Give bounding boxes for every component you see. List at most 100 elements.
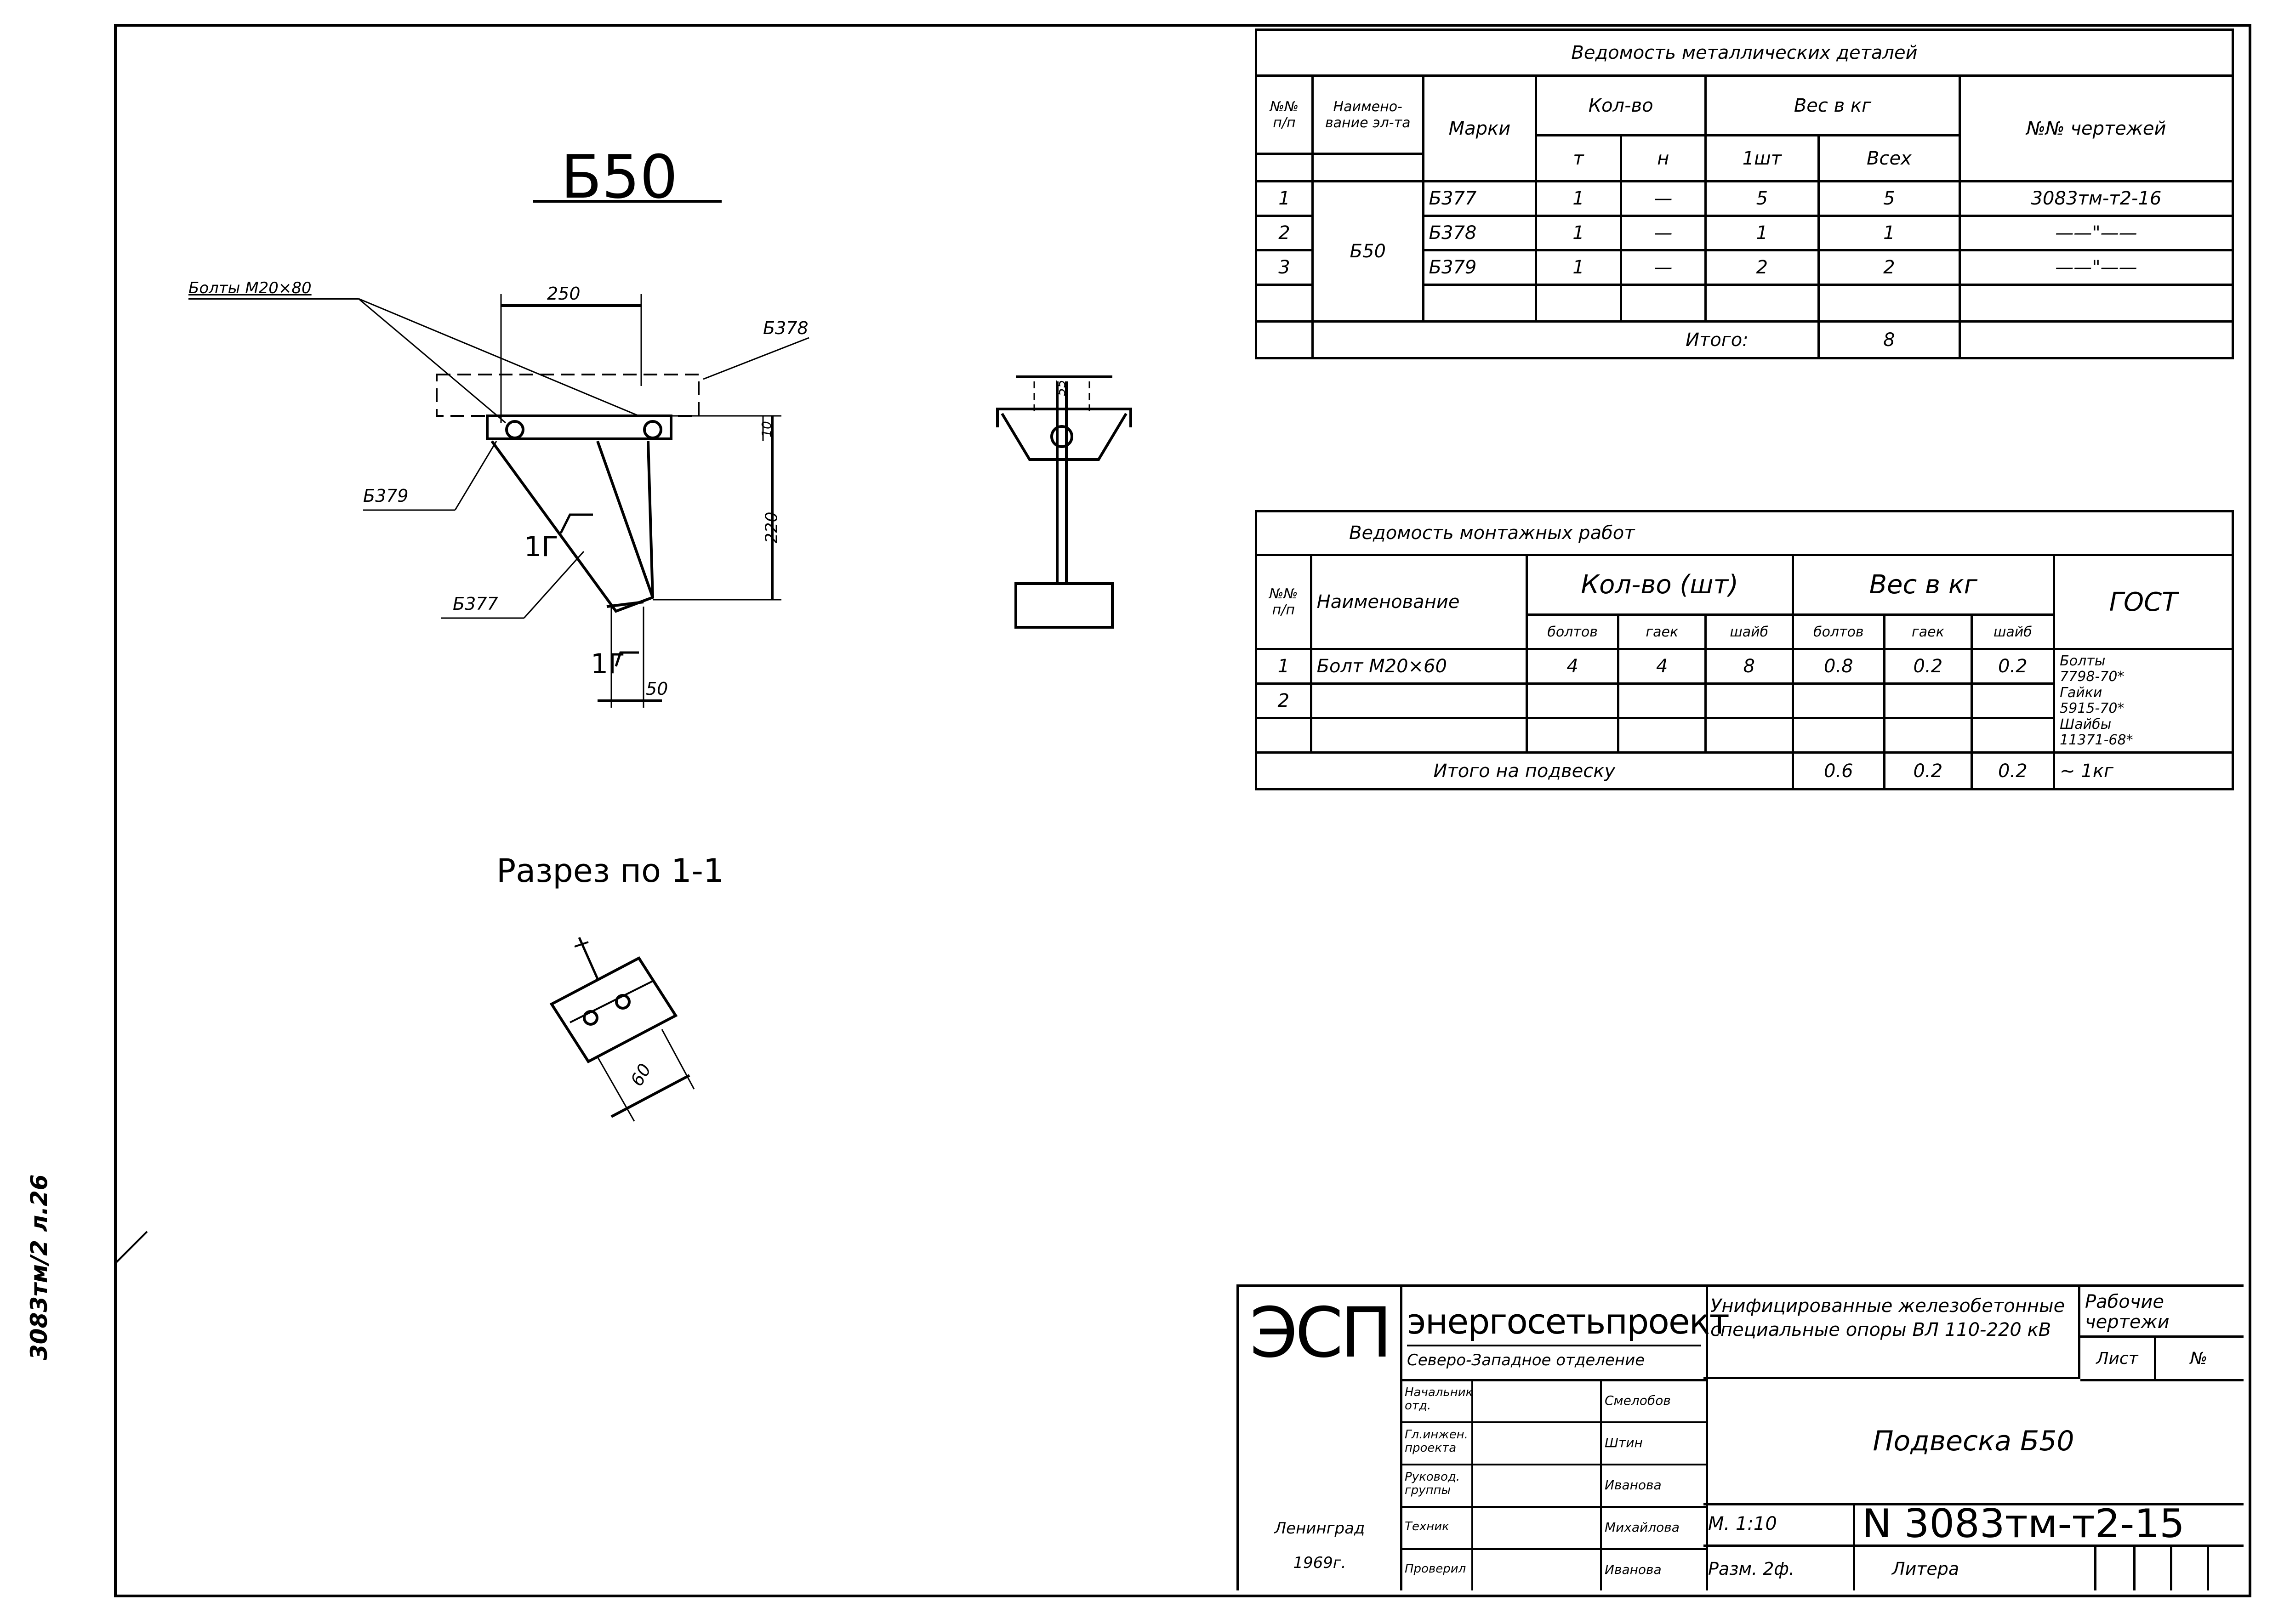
city: Ленинград bbox=[1274, 1519, 1365, 1538]
dim-55: 55 bbox=[1053, 380, 1068, 396]
assembly-view bbox=[188, 294, 809, 708]
sign-role: Гл.инжен. проекта bbox=[1405, 1428, 1468, 1455]
sign-row: Руковод. группы Иванова bbox=[1402, 1464, 1706, 1508]
table-row: 2 Б378 1 — 1 1 ——"—— bbox=[1255, 215, 2234, 251]
mt-h-name: Наимено-вание эл-та bbox=[1311, 74, 1424, 155]
metal-parts-table: Ведомость металлических деталей №№ п/п Н… bbox=[1255, 28, 2234, 359]
mt-r2-one: 1 bbox=[1704, 215, 1820, 251]
mt-r2-num: 2 bbox=[1255, 215, 1314, 251]
mt-r2-n: — bbox=[1619, 215, 1707, 251]
mnt-total-w: 0.2 bbox=[1970, 751, 2056, 790]
dim-50: 50 bbox=[646, 679, 668, 699]
mnt-r1-ww: 0.2 bbox=[1970, 648, 2056, 685]
margin-note: 3083тм/2 л.26 bbox=[26, 1174, 52, 1360]
gost-line: 5915-70* bbox=[2060, 700, 2125, 716]
mt-h-num: №№ п/п bbox=[1255, 74, 1314, 155]
branch-name: Северо-Западное отделение bbox=[1407, 1345, 1701, 1369]
side-view bbox=[996, 375, 1132, 629]
sign-name: Иванова bbox=[1605, 1477, 1662, 1493]
mnt-r1-wn: 0.2 bbox=[1883, 648, 1973, 685]
scale: М. 1:10 bbox=[1703, 1503, 1855, 1547]
dim-220: 220 bbox=[762, 511, 781, 544]
liter-label: Литера bbox=[1855, 1547, 2096, 1590]
mnt-h-weight: Вес в кг bbox=[1791, 554, 2056, 616]
mt-r3-n: — bbox=[1619, 249, 1707, 286]
year: 1969г. bbox=[1293, 1554, 1346, 1572]
gost-line: 11371-68* bbox=[2060, 732, 2133, 748]
mt-total-label: Итого: bbox=[1311, 320, 1820, 359]
mt-r2-t: 1 bbox=[1535, 215, 1622, 251]
mnt-gost-cell: Болты 7798-70* Гайки 5915-70* Шайбы 1137… bbox=[2053, 648, 2234, 754]
metal-table-title: Ведомость металлических деталей bbox=[1255, 28, 2234, 77]
sheet-number: № bbox=[2154, 1338, 2244, 1381]
mt-r3-mark: Б379 bbox=[1422, 249, 1538, 286]
mt-r1-one: 5 bbox=[1704, 180, 1820, 217]
table-row: 1 Б50 Б377 1 — 5 5 3083тм-т2-16 bbox=[1255, 180, 2234, 323]
doc-number: N 3083тм-т2-15 bbox=[1855, 1501, 2244, 1547]
mt-r3-all: 2 bbox=[1817, 249, 1961, 286]
mnt-h-w-nuts: гаек bbox=[1883, 613, 1973, 650]
sheet-size: Разм. 2ф. bbox=[1703, 1547, 1855, 1590]
logo: ЭСП bbox=[1249, 1293, 1392, 1373]
label-b378: Б378 bbox=[763, 318, 809, 338]
mt-r1-dwg: 3083тм-т2-16 bbox=[1958, 180, 2234, 217]
signatures: Начальник отд. Смелобов Гл.инжен. проект… bbox=[1400, 1379, 1708, 1590]
mt-h-w-one: 1шт bbox=[1704, 134, 1820, 182]
mnt-h-w-washers: шайб bbox=[1970, 613, 2056, 650]
sign-row: Проверил Иванова bbox=[1402, 1548, 1706, 1590]
label-b379: Б379 bbox=[363, 486, 409, 506]
sign-role: Техник bbox=[1405, 1520, 1449, 1533]
mt-r2-mark: Б378 bbox=[1422, 215, 1538, 251]
mt-r1-n: — bbox=[1619, 180, 1707, 217]
mt-r1-t: 1 bbox=[1535, 180, 1622, 217]
sign-row: Начальник отд. Смелобов bbox=[1402, 1379, 1706, 1423]
section-label: Разрез по 1-1 bbox=[496, 852, 724, 890]
mnt-total-n: 0.2 bbox=[1883, 751, 1973, 790]
cut-mark-top: 1Г bbox=[524, 531, 558, 563]
sign-name: Штин bbox=[1605, 1435, 1643, 1450]
mnt-r1-qw: 8 bbox=[1704, 648, 1794, 685]
mnt-h-gost: ГОСТ bbox=[2053, 554, 2234, 650]
mnt-r1-qb: 4 bbox=[1525, 648, 1620, 685]
org-name: энергосетьпроект bbox=[1407, 1301, 1730, 1342]
mt-h-qty-n: н bbox=[1619, 134, 1707, 182]
org-block: энергосетьпроект Северо-Западное отделен… bbox=[1400, 1287, 1730, 1381]
section-view bbox=[549, 937, 695, 1122]
mt-r3-one: 2 bbox=[1704, 249, 1820, 286]
gost-line: Гайки bbox=[2060, 684, 2102, 701]
gost-line: 7798-70* bbox=[2060, 669, 2125, 685]
liter-cell bbox=[2096, 1547, 2136, 1590]
mt-h-w-all: Всех bbox=[1817, 134, 1961, 182]
table-row: 3 Б379 1 — 2 2 ——"—— bbox=[1255, 249, 2234, 286]
mnt-r1-num: 1 bbox=[1255, 648, 1312, 685]
dim-10: 10 bbox=[758, 421, 774, 437]
mt-element-name: Б50 bbox=[1311, 180, 1424, 323]
mt-r1-all: 5 bbox=[1817, 180, 1961, 217]
liter-cell bbox=[2133, 1547, 2172, 1590]
mnt-h-name: Наименование bbox=[1310, 554, 1528, 650]
drawing-name: Подвеска Б50 bbox=[1703, 1379, 2244, 1505]
mt-r1-num: 1 bbox=[1255, 180, 1314, 217]
mt-h-qty-t: т bbox=[1535, 134, 1622, 182]
mt-r2-all: 1 bbox=[1817, 215, 1961, 251]
bolts-label: Болты М20×80 bbox=[188, 279, 312, 297]
table-row: 2 bbox=[1255, 682, 2233, 719]
mnt-h-bolts: болтов bbox=[1525, 613, 1620, 650]
mnt-total-label: Итого на подвеску bbox=[1255, 751, 1794, 790]
mnt-h-nuts: гаек bbox=[1617, 613, 1707, 650]
gost-line: Болты bbox=[2060, 653, 2106, 669]
stage: Рабочие чертежи bbox=[2080, 1287, 2244, 1338]
mt-r1-mark: Б377 bbox=[1422, 180, 1538, 217]
mnt-r1-qn: 4 bbox=[1617, 648, 1707, 685]
mt-h-qty: Кол-во bbox=[1535, 74, 1707, 136]
mt-total-value: 8 bbox=[1817, 320, 1961, 359]
mounting-table: Ведомость монтажных работ №№ п/п Наимено… bbox=[1255, 510, 2234, 790]
mt-r3-num: 3 bbox=[1255, 249, 1314, 286]
sign-role: Проверил bbox=[1405, 1562, 1466, 1576]
mt-h-weight: Вес в кг bbox=[1704, 74, 1961, 136]
sign-name: Смелобов bbox=[1605, 1393, 1671, 1408]
mt-h-mark: Марки bbox=[1422, 74, 1538, 182]
drawing-title: Б50 bbox=[561, 142, 678, 212]
liter-cell bbox=[2170, 1547, 2209, 1590]
